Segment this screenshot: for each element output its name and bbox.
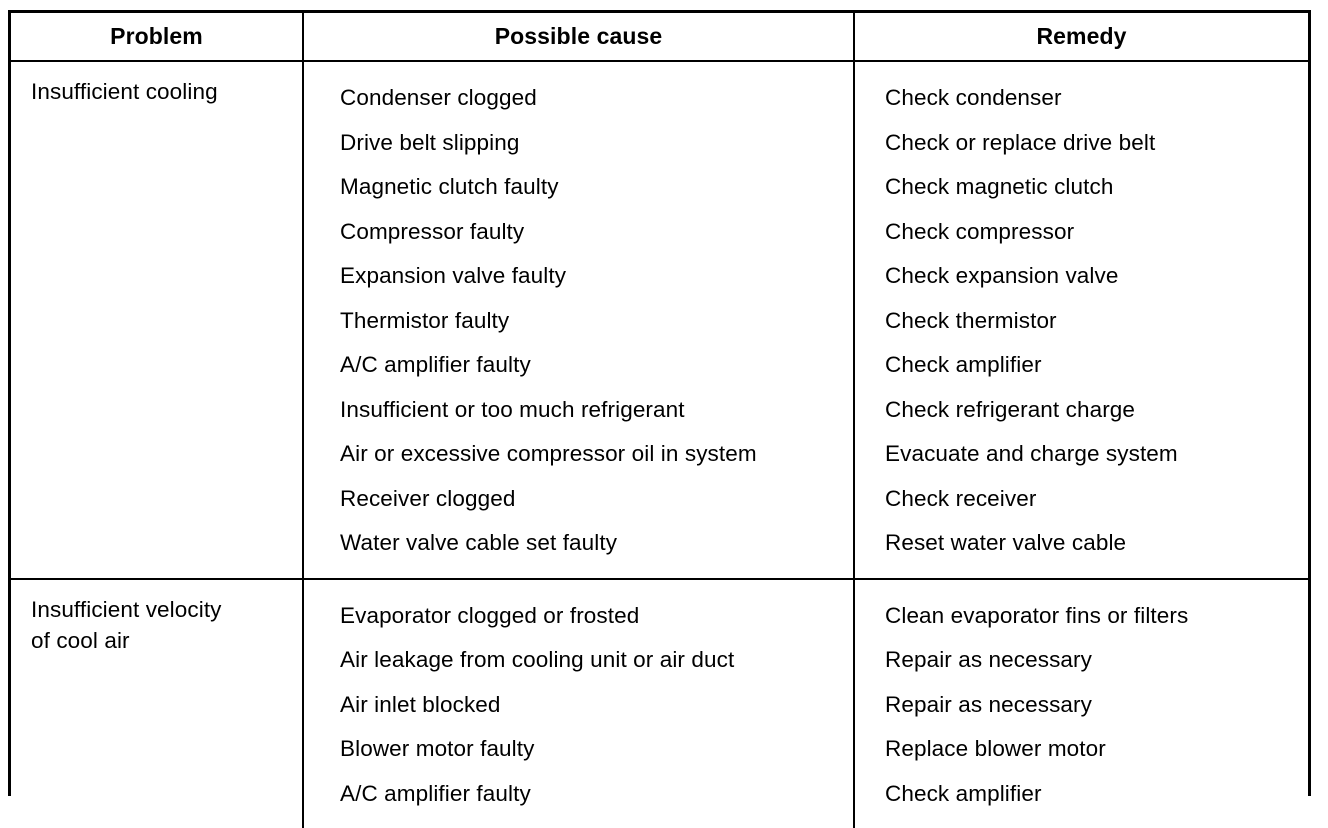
remedy-item: Replace blower motor (885, 727, 1300, 772)
remedy-item: Check amplifier (885, 343, 1300, 388)
table-row: Insufficient velocity of cool air Evapor… (11, 579, 1308, 828)
cause-item: Expansion valve faulty (340, 254, 845, 299)
cause-item: Condenser clogged (340, 76, 845, 121)
remedy-cell: Clean evaporator fins or filters Repair … (854, 579, 1308, 828)
problem-cell: Insufficient cooling (11, 61, 303, 579)
remedy-item: Check expansion valve (885, 254, 1300, 299)
cause-item: Receiver clogged (340, 477, 845, 522)
remedy-item: Check magnetic clutch (885, 165, 1300, 210)
remedy-item: Repair as necessary (885, 683, 1300, 728)
cause-item: Air inlet blocked (340, 683, 845, 728)
remedy-item: Check compressor (885, 210, 1300, 255)
troubleshooting-table-frame: Problem Possible cause Remedy Insufficie… (8, 10, 1311, 796)
remedy-item: Check or replace drive belt (885, 121, 1300, 166)
troubleshooting-table: Problem Possible cause Remedy Insufficie… (11, 13, 1308, 828)
cause-item: Thermistor faulty (340, 299, 845, 344)
remedy-item: Check receiver (885, 477, 1300, 522)
cause-item: Drive belt slipping (340, 121, 845, 166)
cause-item: Magnetic clutch faulty (340, 165, 845, 210)
remedy-item: Clean evaporator fins or filters (885, 594, 1300, 639)
remedy-item: Check thermistor (885, 299, 1300, 344)
remedy-item: Check amplifier (885, 772, 1300, 817)
cause-item: Air or excessive compressor oil in syste… (340, 432, 845, 477)
document-page: Problem Possible cause Remedy Insufficie… (0, 0, 1328, 804)
column-header-remedy: Remedy (854, 13, 1308, 61)
cause-item: Blower motor faulty (340, 727, 845, 772)
remedy-item: Check refrigerant charge (885, 388, 1300, 433)
column-header-problem: Problem (11, 13, 303, 61)
cause-cell: Condenser clogged Drive belt slipping Ma… (303, 61, 854, 579)
table-header: Problem Possible cause Remedy (11, 13, 1308, 61)
cause-item: Compressor faulty (340, 210, 845, 255)
problem-label-line: Insufficient velocity (31, 594, 292, 625)
cause-item: Insufficient or too much refrigerant (340, 388, 845, 433)
cause-cell: Evaporator clogged or frosted Air leakag… (303, 579, 854, 828)
cause-item: Evaporator clogged or frosted (340, 594, 845, 639)
cause-item: Water valve cable set faulty (340, 521, 845, 566)
table-row: Insufficient cooling Condenser clogged D… (11, 61, 1308, 579)
cause-item: A/C amplifier faulty (340, 343, 845, 388)
table-body: Insufficient cooling Condenser clogged D… (11, 61, 1308, 828)
remedy-item: Evacuate and charge system (885, 432, 1300, 477)
cause-item: Air leakage from cooling unit or air duc… (340, 638, 845, 683)
remedy-item: Check condenser (885, 76, 1300, 121)
column-header-possible-cause: Possible cause (303, 13, 854, 61)
problem-label-line: Insufficient cooling (31, 76, 292, 107)
remedy-item: Reset water valve cable (885, 521, 1300, 566)
remedy-item: Repair as necessary (885, 638, 1300, 683)
problem-cell: Insufficient velocity of cool air (11, 579, 303, 828)
cause-item: A/C amplifier faulty (340, 772, 845, 817)
problem-label-line: of cool air (31, 625, 292, 656)
remedy-cell: Check condenser Check or replace drive b… (854, 61, 1308, 579)
header-row: Problem Possible cause Remedy (11, 13, 1308, 61)
